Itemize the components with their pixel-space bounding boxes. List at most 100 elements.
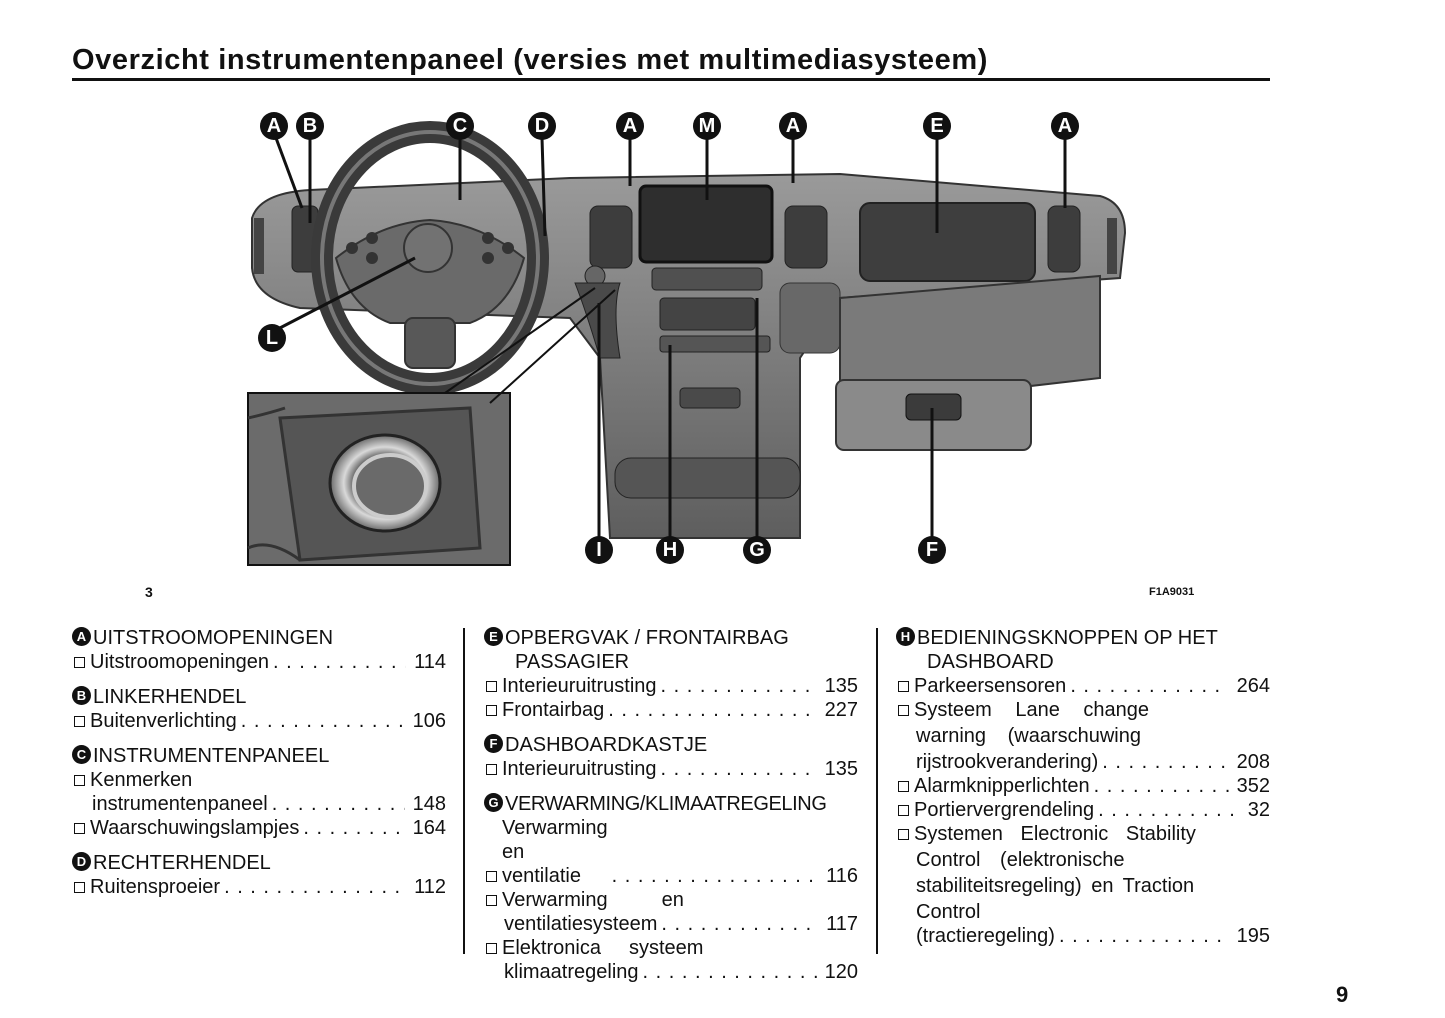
section-title: UITSTROOMOPENINGEN: [93, 627, 334, 649]
steering-wheel: [311, 121, 549, 395]
cupholder: [779, 282, 841, 354]
climate-panel: [651, 267, 763, 291]
column-divider: [876, 628, 878, 954]
section-letter: C: [72, 745, 91, 764]
page-ref: 148: [412, 793, 446, 815]
checkbox-square-icon: [486, 871, 497, 882]
entry-ruitensproeier[interactable]: Ruitensproeier112: [72, 875, 446, 899]
page-ref: 264: [1236, 675, 1270, 697]
entry-portiervergrendeling[interactable]: Portiervergrendeling32: [896, 798, 1270, 822]
page-ref: 117: [826, 913, 858, 935]
section-title-continued: PASSAGIER: [515, 651, 630, 673]
checkbox-square-icon: [898, 705, 909, 716]
column-divider: [463, 628, 465, 954]
section-title-continued: DASHBOARD: [927, 651, 1054, 673]
page-ref: 114: [414, 651, 446, 673]
page-ref: 208: [1236, 751, 1270, 773]
checkbox-square-icon: [486, 943, 497, 954]
callout-l-steering: L: [258, 324, 286, 352]
section-title: OPBERGVAK / FRONTAIRBAG: [505, 627, 789, 649]
storage-compartment: [859, 202, 1036, 282]
callout-f: F: [918, 536, 946, 564]
dashboard-illustration: A B C D A M A E A L I H G F: [240, 108, 1170, 578]
section-title: DASHBOARDKASTJE: [505, 734, 708, 756]
dashboard-drawing: [247, 121, 1127, 566]
entry-kenmerken-instrumentenpaneel[interactable]: Kenmerken instrumentenpaneel148: [72, 768, 446, 816]
callout-a-center-right-vent: A: [779, 112, 807, 140]
entry-uitstroomopeningen[interactable]: Uitstroomopeningen114: [72, 650, 446, 674]
page-ref: 135: [824, 758, 858, 780]
zoom-inset: [247, 287, 616, 566]
lower-cupholders: [614, 457, 801, 499]
page-ref: 135: [824, 675, 858, 697]
figure-number: 3: [145, 584, 153, 600]
page-ref: 116: [826, 865, 858, 887]
callout-i: I: [585, 536, 613, 564]
entry-parkeersensoren[interactable]: Parkeersensoren264: [896, 674, 1270, 698]
section-letter: B: [72, 686, 91, 705]
entry-verwarming-en-ventilatie[interactable]: Verwarming en ventilatie116: [484, 816, 858, 888]
checkbox-square-icon: [74, 823, 85, 834]
checkbox-square-icon: [74, 882, 85, 893]
entry-electronic-stability-control[interactable]: Systemen Electronic Stability Control (e…: [896, 822, 1270, 948]
section-letter: G: [484, 793, 503, 812]
entry-waarschuwingslampjes[interactable]: Waarschuwingslampjes164: [72, 816, 446, 840]
section-letter: F: [484, 734, 503, 753]
page-ref: 352: [1236, 775, 1270, 797]
page-ref: 195: [1236, 925, 1270, 947]
dashboard-buttons: [659, 335, 771, 353]
section-title: RECHTERHENDEL: [93, 852, 271, 874]
figure-code: F1A9031: [1149, 586, 1195, 598]
section-title: BEDIENINGSKNOPPEN OP HET: [917, 627, 1218, 649]
page-ref: 164: [412, 817, 446, 839]
section-title: INSTRUMENTENPANEEL: [93, 745, 330, 767]
page-ref: 112: [414, 876, 446, 898]
checkbox-square-icon: [486, 705, 497, 716]
entry-lane-change-warning[interactable]: Systeem Lane change warning (waarschuwin…: [896, 698, 1270, 774]
page-number: 9: [1336, 982, 1349, 1007]
section-letter: E: [484, 627, 503, 646]
callout-d-right-lever: D: [528, 112, 556, 140]
section-title: LINKERHENDEL: [93, 686, 247, 708]
entry-frontairbag[interactable]: Frontairbag227: [484, 698, 858, 722]
callout-b-left-lever: B: [296, 112, 324, 140]
section-letter: A: [72, 627, 91, 646]
checkbox-square-icon: [486, 895, 497, 906]
section-title: VERWARMING/KLIMAATREGELING: [505, 793, 827, 815]
checkbox-square-icon: [74, 775, 85, 786]
section-letter: D: [72, 852, 91, 871]
entry-interieuruitrusting-dashboardkastje[interactable]: Interieuruitrusting135: [484, 757, 858, 781]
title-underline: [72, 78, 1270, 81]
vent-right: [1047, 205, 1081, 273]
entry-alarmknipperlichten[interactable]: Alarmknipperlichten352: [896, 774, 1270, 798]
section-letter: H: [896, 627, 915, 646]
vent-center-left: [589, 205, 633, 269]
page-ref: 106: [412, 710, 446, 732]
entry-buitenverlichting[interactable]: Buitenverlichting106: [72, 709, 446, 733]
entry-interieuruitrusting[interactable]: Interieuruitrusting135: [484, 674, 858, 698]
callout-g: G: [743, 536, 771, 564]
checkbox-square-icon: [74, 716, 85, 727]
page-title: Overzicht instrumentenpaneel (versies me…: [72, 44, 988, 76]
vent-center-right: [784, 205, 828, 269]
vent-left-side: [254, 218, 264, 274]
checkbox-square-icon: [898, 829, 909, 840]
checkbox-square-icon: [898, 681, 909, 692]
callout-a-right-vent: A: [1051, 112, 1079, 140]
page-ref: 120: [824, 961, 858, 983]
checkbox-square-icon: [898, 805, 909, 816]
checkbox-square-icon: [898, 781, 909, 792]
checkbox-square-icon: [74, 657, 85, 668]
